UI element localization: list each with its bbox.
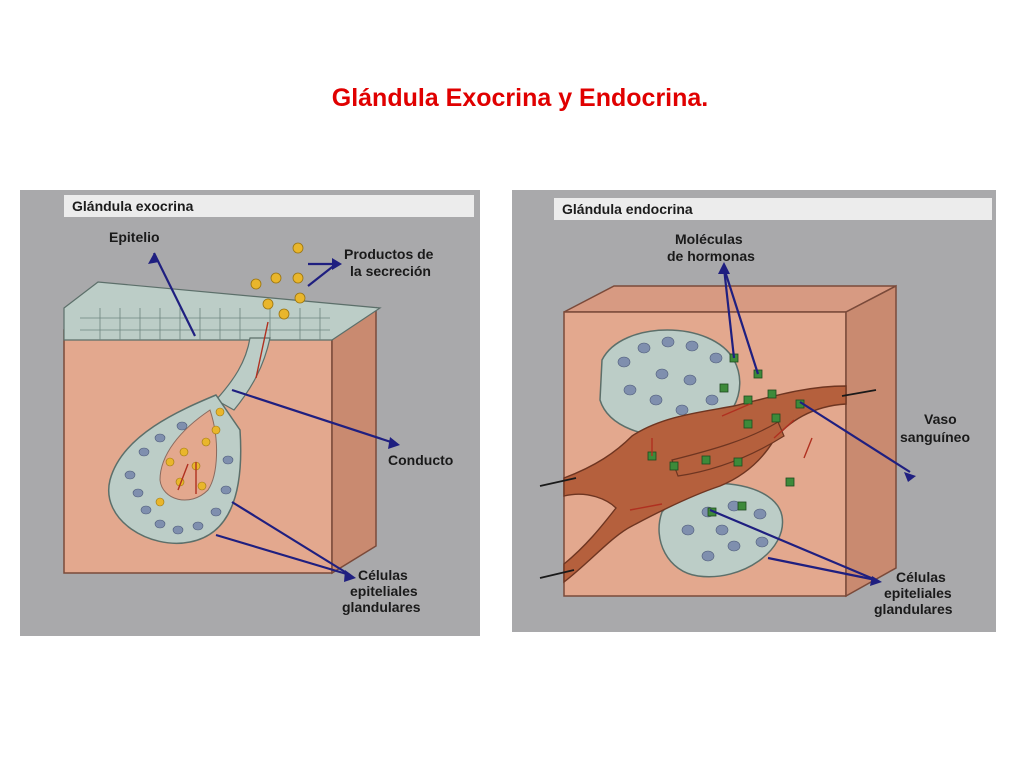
label-vaso-2: sanguíneo <box>900 429 970 445</box>
label-vaso-1: Vaso <box>924 411 957 427</box>
label-epitelio: Epitelio <box>109 229 160 245</box>
endocrine-cell-nuclei <box>617 336 769 562</box>
exocrine-gland-panel: Glándula exocrina <box>20 190 480 636</box>
exocrine-epithelium-top <box>63 281 382 341</box>
exocrine-flow-arrow <box>177 321 269 494</box>
label-celulas-3: glandulares <box>342 599 421 615</box>
endocrine-blood-flow-arrows <box>539 389 877 579</box>
exocrine-secretion-products <box>250 242 306 320</box>
endocrine-gland-illustration: Moléculas de hormonas Vaso sanguíneo Cél… <box>539 231 970 617</box>
endocrine-tissue-side <box>845 284 897 598</box>
exocrine-tissue-side <box>331 306 377 575</box>
exocrine-pointer-arrows <box>153 252 395 577</box>
label-moleculas-1: Moléculas <box>675 231 743 247</box>
exocrine-gland-lumen <box>159 409 217 501</box>
exocrine-panel-header: Glándula exocrina <box>64 195 474 217</box>
endocrine-gland-panel: Glándula endocrina <box>512 190 996 632</box>
label-celulas-endo-1: Células <box>896 569 946 585</box>
exocrine-arrowheads <box>148 253 400 582</box>
slide-title: Glándula Exocrina y Endocrina. <box>331 84 709 112</box>
label-celulas-2: epiteliales <box>350 583 418 599</box>
label-productos-1: Productos de <box>344 246 434 262</box>
label-productos-2: la secreción <box>350 263 431 279</box>
label-moleculas-2: de hormonas <box>667 248 755 264</box>
endocrine-vessel-branch <box>671 421 785 477</box>
label-celulas-1: Células <box>358 567 408 583</box>
endocrine-cell-cluster-upper <box>599 329 741 438</box>
exocrine-gland-illustration: Epitelio Productos de la secreción Condu… <box>63 229 453 615</box>
endocrine-arrowheads <box>718 262 916 586</box>
endocrine-pointer-arrows <box>709 267 911 582</box>
exocrine-cell-nuclei <box>124 421 234 535</box>
label-celulas-endo-2: epiteliales <box>884 585 952 601</box>
label-celulas-endo-3: glandulares <box>874 601 953 617</box>
label-conducto: Conducto <box>388 452 453 468</box>
endocrine-panel-header: Glándula endocrina <box>554 198 992 220</box>
exocrine-epithelium-cells <box>80 308 330 340</box>
exocrine-duct <box>215 337 271 411</box>
endocrine-flow-arrows <box>629 403 813 511</box>
